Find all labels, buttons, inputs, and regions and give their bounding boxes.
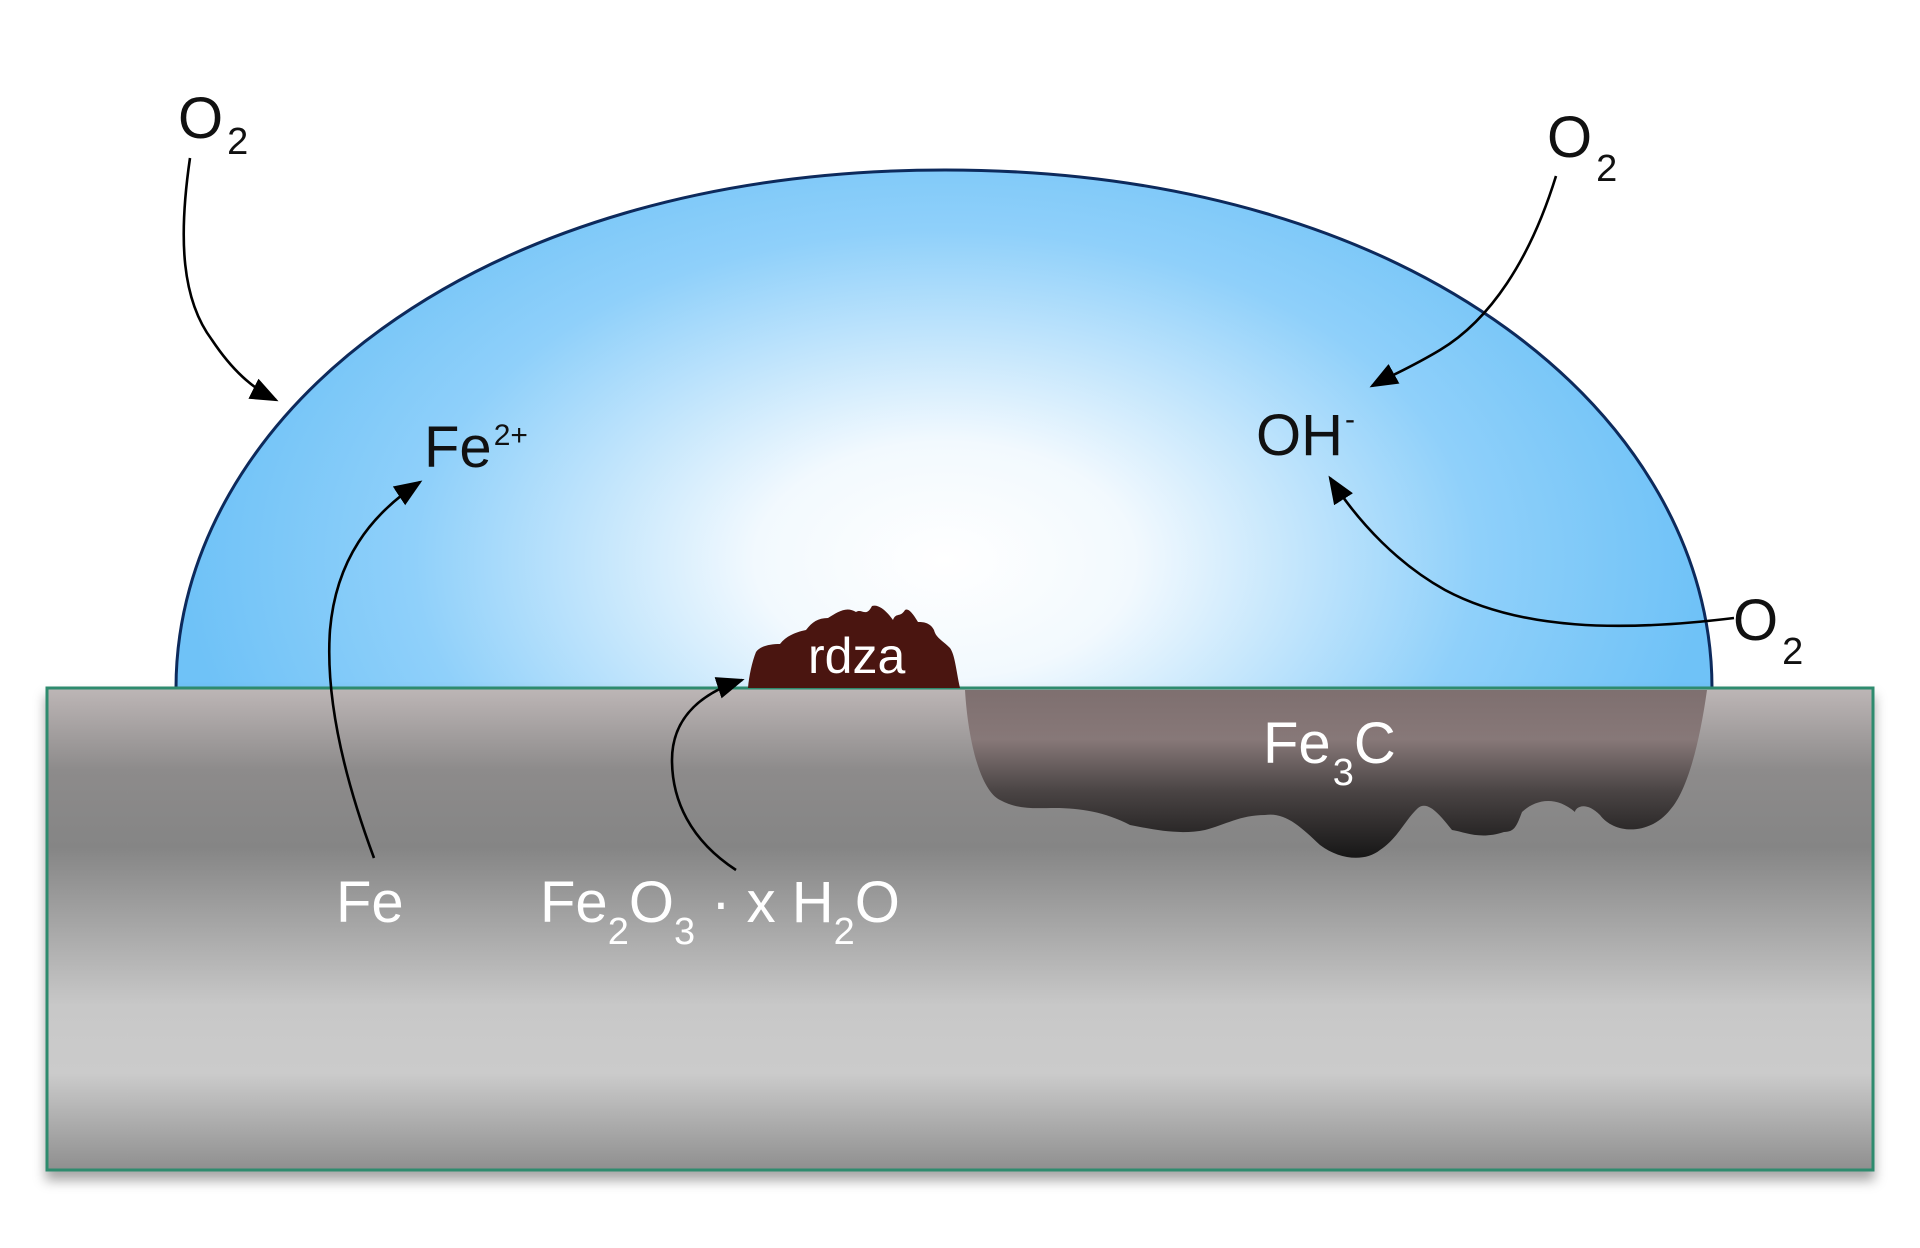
arrow-o2-to-droplet: [182, 157, 279, 402]
arrow-o2-to-hydroxide: [1369, 175, 1558, 388]
cementite-region: [965, 690, 1707, 858]
rust-formula-label: Fe2O3 · x H2O: [540, 870, 900, 953]
fe-ion-label: Fe2+: [424, 415, 528, 480]
hydroxide-label: OH-: [1256, 403, 1355, 468]
water-droplet: [174, 168, 1714, 690]
rust-deposit: [748, 605, 960, 688]
iron-label: Fe: [336, 870, 404, 935]
arrow-fe-to-fe-ion: [327, 480, 423, 859]
arrow-rust-formula-to-rust: [670, 677, 745, 872]
rust-label: rdza: [808, 628, 905, 684]
cementite-label: Fe3C: [1263, 711, 1396, 794]
arrow-o2-right-to-hydroxide: [1328, 475, 1735, 628]
